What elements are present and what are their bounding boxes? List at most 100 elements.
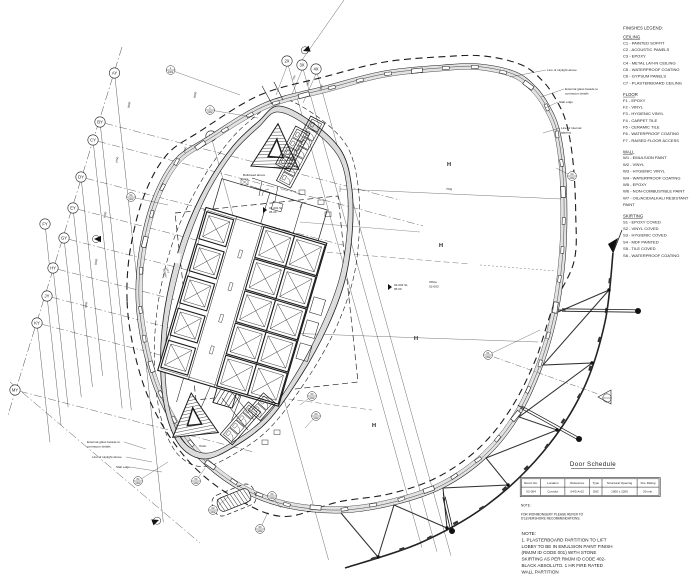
dimension-line: [339, 188, 563, 200]
lift-cross: [192, 253, 221, 269]
facade-panel-mark: [442, 66, 450, 70]
annotation-leader: [544, 101, 559, 109]
legend-item: W1 - EMULSION PAINT: [623, 155, 667, 160]
toilet-room-wall: [275, 125, 311, 173]
lift-shaft-inner: [220, 358, 254, 392]
toilet-fixture: [294, 131, 301, 138]
facade-panel-mark: [149, 209, 155, 218]
flag-circle: [301, 46, 309, 55]
table-data-cell: 04/3-A-02: [571, 490, 585, 494]
truss-spoke-tick: [517, 404, 525, 410]
facade-door-mark: [147, 360, 156, 373]
room-label: Toilet: [199, 444, 206, 448]
table-outer-border: [519, 477, 661, 497]
facade-panel-mark: [450, 472, 459, 480]
lift-core: [157, 178, 328, 421]
service-shaft-hatch: [231, 394, 241, 409]
stair-tread: [168, 390, 219, 403]
toilet-cluster: [275, 125, 311, 173]
lift-lobby-label: LOBBY: [162, 268, 168, 278]
legend-item: S1 - EPOXY COVED: [623, 219, 661, 224]
stair-tread: [168, 423, 219, 438]
door-swing-arc: [290, 152, 294, 160]
grid-bubble-HY-bubble: [47, 262, 59, 274]
grid-bubble-CY-bubble: [87, 134, 99, 146]
legend-item: C2 - ACOUSTIC PANELS: [623, 47, 670, 52]
door-swing-arc: [310, 133, 314, 142]
facade-door-mark: [422, 485, 436, 494]
lift-shaft-inner: [289, 239, 322, 273]
callout-number: 04: [137, 477, 140, 481]
stair-tread: [168, 420, 219, 438]
facade-annotation: glazing: [561, 131, 571, 135]
dimension-label: 1500: [318, 84, 324, 91]
table-data-cell: Corridor: [547, 490, 558, 494]
stair-core: [168, 390, 220, 438]
door-schedule-table: Room No.02-004LocationCorridorReference0…: [519, 477, 661, 497]
legend-item: C5 - WATERPROOF COATING: [623, 67, 680, 72]
riser-room: [302, 319, 320, 339]
toilet-cubicle: [288, 153, 304, 168]
truss-spoke: [562, 308, 639, 311]
toilet-cubicle: [283, 162, 299, 177]
legend-item: W4 - WATERPROOF COATING: [623, 175, 680, 180]
callout-number: 04: [271, 492, 274, 496]
lift-shaft-inner: [183, 279, 212, 308]
facade-annotation: Slab edge: [116, 465, 130, 469]
toilet-fixture: [290, 140, 296, 147]
callout-number: 01: [487, 351, 490, 355]
markers-and-callouts: HHHH104021040204040201040204040204040204…: [92, 45, 612, 534]
facade-panel-mark: [138, 306, 143, 314]
legend-section-heading: FLOOR: [623, 92, 638, 97]
toilet-cluster: [275, 115, 326, 189]
lift-cross: [279, 278, 313, 297]
service-shaft-hatch: [216, 390, 226, 404]
dimension-label: 9000: [193, 91, 198, 98]
door-swing-arc: [300, 134, 304, 143]
legend-item: C1 - PAINTED SOFFIT: [623, 40, 665, 45]
fixture: [317, 199, 325, 205]
note-heading: NOTE:: [521, 504, 531, 508]
table-data-cell: 1000 x 2200: [611, 490, 628, 494]
enclosure-inner-wall: [164, 111, 349, 454]
dimension-label: 4500: [84, 301, 89, 308]
grid-line-horizontal: [97, 141, 424, 226]
facade-door-mark: [560, 186, 566, 198]
riser-room: [295, 342, 313, 362]
door-swing-arc: [237, 426, 240, 435]
legend-item: S3 - HYGIENIC COVED: [623, 233, 667, 238]
facade-annotation: contractor details: [87, 445, 111, 449]
legend-item: F3 - HYGIENIC VINYL: [623, 111, 664, 116]
truss-panel-mark: [501, 485, 508, 492]
lift-shaft-inner: [258, 230, 292, 263]
external-stair-tread: [216, 499, 226, 512]
bulkhead-cross: [240, 178, 249, 186]
grid-datum-line: [9, 381, 201, 544]
callout-sheet: 0402: [569, 178, 575, 180]
toilet-cubicle: [223, 427, 238, 443]
lobby-wall: [229, 389, 255, 421]
toilet-cubicle: [279, 171, 294, 186]
lift-shaft-inner: [248, 262, 282, 296]
level-marker-text: 05.00: [394, 287, 402, 291]
external-stair-tread: [242, 488, 252, 501]
riser-room: [309, 296, 326, 316]
facade-panel-mark: [142, 334, 147, 343]
lift-shaft-inner: [164, 343, 193, 372]
toilet-cubicle: [236, 412, 252, 427]
lift-lobby-room: [212, 178, 328, 242]
notes-block: NOTE:FOR IRONMONGERY PLEASE REFER TOD'LE…: [521, 504, 613, 575]
dimension-label: 6000: [94, 258, 99, 265]
door-swing-arc: [250, 411, 253, 420]
flag-circle: [153, 516, 161, 525]
grid-line-horizontal: [19, 391, 256, 453]
external-stair-tread: [223, 496, 232, 509]
facade-panel-mark: [537, 359, 543, 368]
benchmark-flag: [92, 235, 101, 243]
grid-line-GY: [64, 242, 82, 398]
truss-spoke-end: [635, 308, 641, 314]
table-header-cell: Room No.: [524, 481, 538, 485]
